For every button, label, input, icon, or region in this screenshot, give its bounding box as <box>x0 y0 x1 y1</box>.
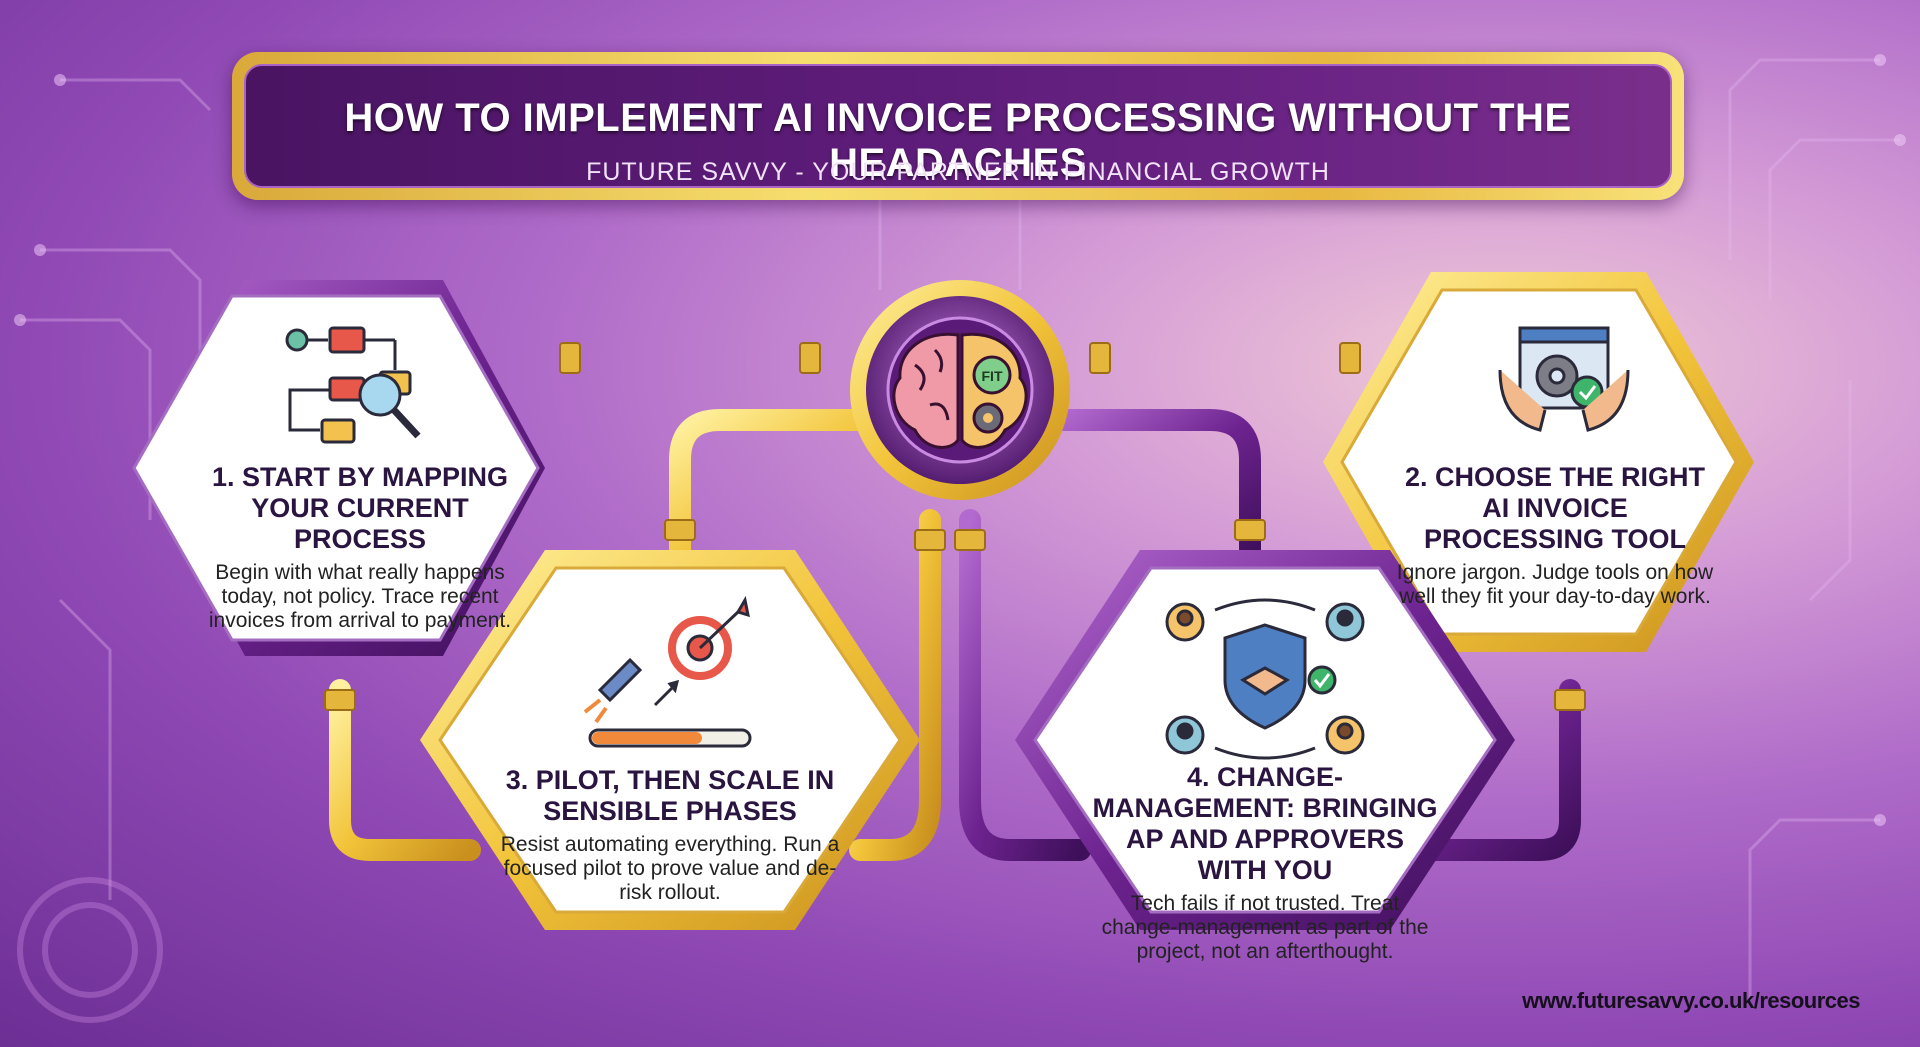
footer-url[interactable]: www.futuresavvy.co.uk/resources <box>1522 988 1860 1013</box>
step-3-body: Resist automating everything. Run a focu… <box>500 833 840 904</box>
rocket-target-icon <box>583 595 752 748</box>
central-hub: FIT <box>850 280 1070 500</box>
step-4-hexagon <box>1015 550 1515 930</box>
hub-badge: FIT <box>982 368 1003 384</box>
hands-gear-check-icon <box>1498 326 1630 432</box>
brain-gear-icon: FIT <box>892 332 1028 449</box>
corner-rings <box>17 877 163 1023</box>
page-title: HOW TO IMPLEMENT AI INVOICE PROCESSING W… <box>344 96 1572 185</box>
step-2-text: 2. CHOOSE THE RIGHT AI INVOICE PROCESSIN… <box>1395 462 1715 609</box>
step-4-body: Tech fails if not trusted. Treat change-… <box>1101 892 1429 963</box>
page-subtitle: FUTURE SAVVY - YOUR PARTNER IN FINANCIAL… <box>586 158 1330 186</box>
step-1-text: 1. START BY MAPPING YOUR CURRENT PROCESS… <box>190 462 530 633</box>
step-2-title: 2. CHOOSE THE RIGHT AI INVOICE PROCESSIN… <box>1404 462 1706 554</box>
team-handshake-shield-icon <box>1165 598 1365 760</box>
step-1-title: 1. START BY MAPPING YOUR CURRENT PROCESS <box>211 462 509 554</box>
step-1-body: Begin with what really happens today, no… <box>208 561 512 632</box>
step-4-text: 4. CHANGE-MANAGEMENT: BRINGING AP AND AP… <box>1090 762 1440 964</box>
step-2-hexagon <box>1323 272 1754 652</box>
step-3-text: 3. PILOT, THEN SCALE IN SENSIBLE PHASES … <box>500 765 840 905</box>
step-1-hexagon <box>132 280 545 656</box>
title-banner: HOW TO IMPLEMENT AI INVOICE PROCESSING W… <box>232 52 1684 200</box>
step-4-title: 4. CHANGE-MANAGEMENT: BRINGING AP AND AP… <box>1092 762 1438 885</box>
process-map-magnifier-icon <box>285 326 421 444</box>
step-2-body: Ignore jargon. Judge tools on how well t… <box>1396 561 1714 608</box>
circuit-traces <box>20 58 1900 1000</box>
title-panel: HOW TO IMPLEMENT AI INVOICE PROCESSING W… <box>244 64 1672 188</box>
step-3-title: 3. PILOT, THEN SCALE IN SENSIBLE PHASES <box>505 765 835 826</box>
